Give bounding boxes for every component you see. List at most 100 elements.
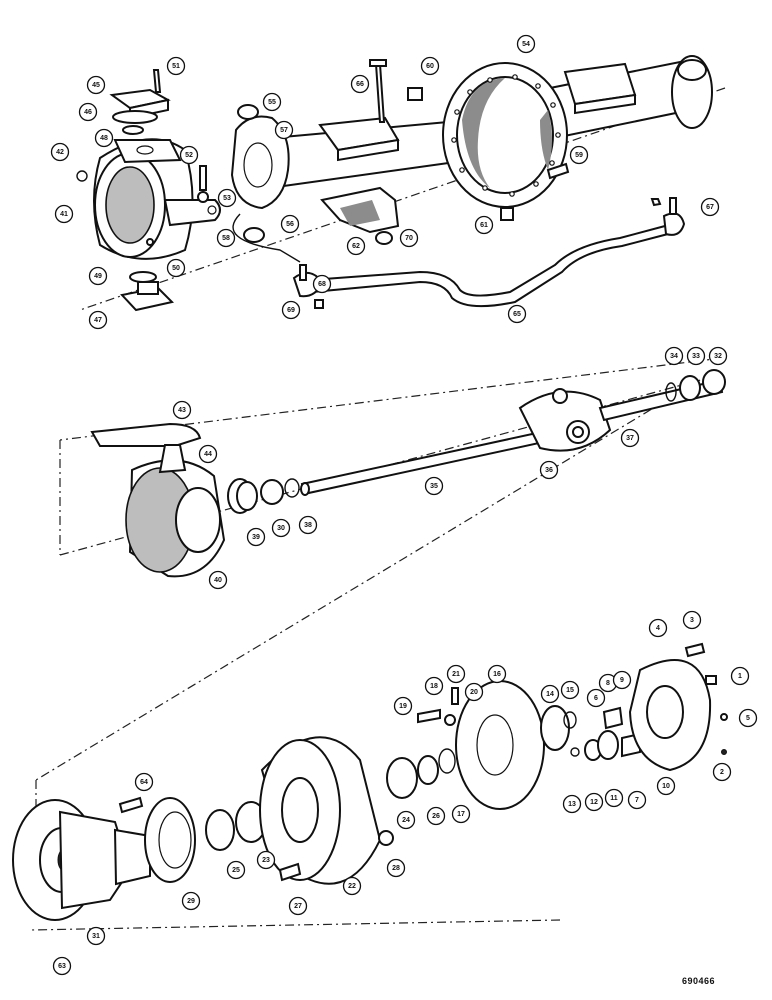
callout-number: 7 [635,797,639,804]
callout-circle [88,310,108,330]
callout-circle [393,696,413,716]
callout-43: 43 [172,400,192,420]
callout-circle [612,670,632,690]
callout-circle [648,618,668,638]
callout-circle [516,34,536,54]
callout-circle [424,676,444,696]
callout-circle [730,666,750,686]
callout-number: 4 [656,625,660,632]
callout-circle [656,776,676,796]
callout-21: 21 [446,664,466,684]
callout-circle [584,792,604,812]
callout-circle [298,515,318,535]
callout-circle [708,346,728,366]
callout-15: 15 [560,680,580,700]
callout-17: 17 [451,804,471,824]
callout-circle [198,444,218,464]
callout-7: 7 [627,790,647,810]
callout-number: 35 [430,483,438,490]
callout-circle [487,664,507,684]
callout-number: 21 [452,671,460,678]
callout-3: 3 [682,610,702,630]
callout-number: 24 [402,817,410,824]
callout-circle [686,346,706,366]
callout-circle [179,145,199,165]
callout-23: 23 [256,850,276,870]
callout-number: 59 [575,152,583,159]
callout-number: 69 [287,307,295,314]
steering-knuckle-assembly [76,69,265,312]
callout-29: 29 [181,891,201,911]
callout-1: 1 [730,666,750,686]
callout-circle [586,688,606,708]
callout-circle [682,610,702,630]
callout-circle [88,266,108,286]
callout-number: 52 [185,152,193,159]
callout-38: 38 [298,515,318,535]
callout-number: 45 [92,82,100,89]
callout-circle [426,806,446,826]
callout-number: 56 [286,221,294,228]
callout-32: 32 [708,346,728,366]
callout-number: 65 [513,311,521,318]
callout-circle [424,476,444,496]
callout-14: 14 [540,684,560,704]
callout-number: 29 [187,898,195,905]
callout-11: 11 [604,788,624,808]
callout-circle [226,860,246,880]
callout-circle [134,772,154,792]
callout-number: 67 [706,204,714,211]
callout-number: 33 [692,353,700,360]
callout-number: 44 [204,451,212,458]
callout-circle [166,56,186,76]
callout-number: 18 [430,683,438,690]
callout-circle [700,197,720,217]
callout-number: 9 [620,677,624,684]
callout-number: 25 [232,867,240,874]
callout-circle [281,300,301,320]
tie-rod-assembly [232,197,686,309]
callout-circle [208,570,228,590]
banjo-bolt-holes [451,74,561,197]
callout-circle [664,346,684,366]
callout-18: 18 [424,676,444,696]
callout-number: 53 [223,195,231,202]
callout-number: 54 [522,41,530,48]
callout-51: 51 [166,56,186,76]
callout-circle [274,120,294,140]
callout-37: 37 [620,428,640,448]
callout-number: 34 [670,353,678,360]
callout-number: 8 [606,680,610,687]
callout-46: 46 [78,102,98,122]
callout-circle [446,664,466,684]
callout-circle [78,102,98,122]
callout-number: 46 [84,109,92,116]
callout-number: 42 [56,149,64,156]
callout-circle [386,858,406,878]
callout-number: 31 [92,933,100,940]
callout-65: 65 [507,304,527,324]
callout-circle [280,214,300,234]
callout-63: 63 [52,956,72,976]
callout-circle [181,891,201,911]
callout-circle [312,274,332,294]
callout-number: 12 [590,799,598,806]
callout-5: 5 [738,708,758,728]
callout-26: 26 [426,806,446,826]
callout-number: 50 [172,265,180,272]
callout-6: 6 [586,688,606,708]
callout-30: 30 [271,518,291,538]
callout-number: 28 [392,865,400,872]
callout-59: 59 [569,145,589,165]
callout-68: 68 [312,274,332,294]
callout-16: 16 [487,664,507,684]
callout-circle [94,128,114,148]
reference-code: 690466 [682,976,716,986]
callout-number: 58 [222,235,230,242]
callout-39: 39 [246,527,266,547]
callout-number: 13 [568,801,576,808]
callout-circle [262,92,282,112]
callout-4: 4 [648,618,668,638]
callout-49: 49 [88,266,108,286]
